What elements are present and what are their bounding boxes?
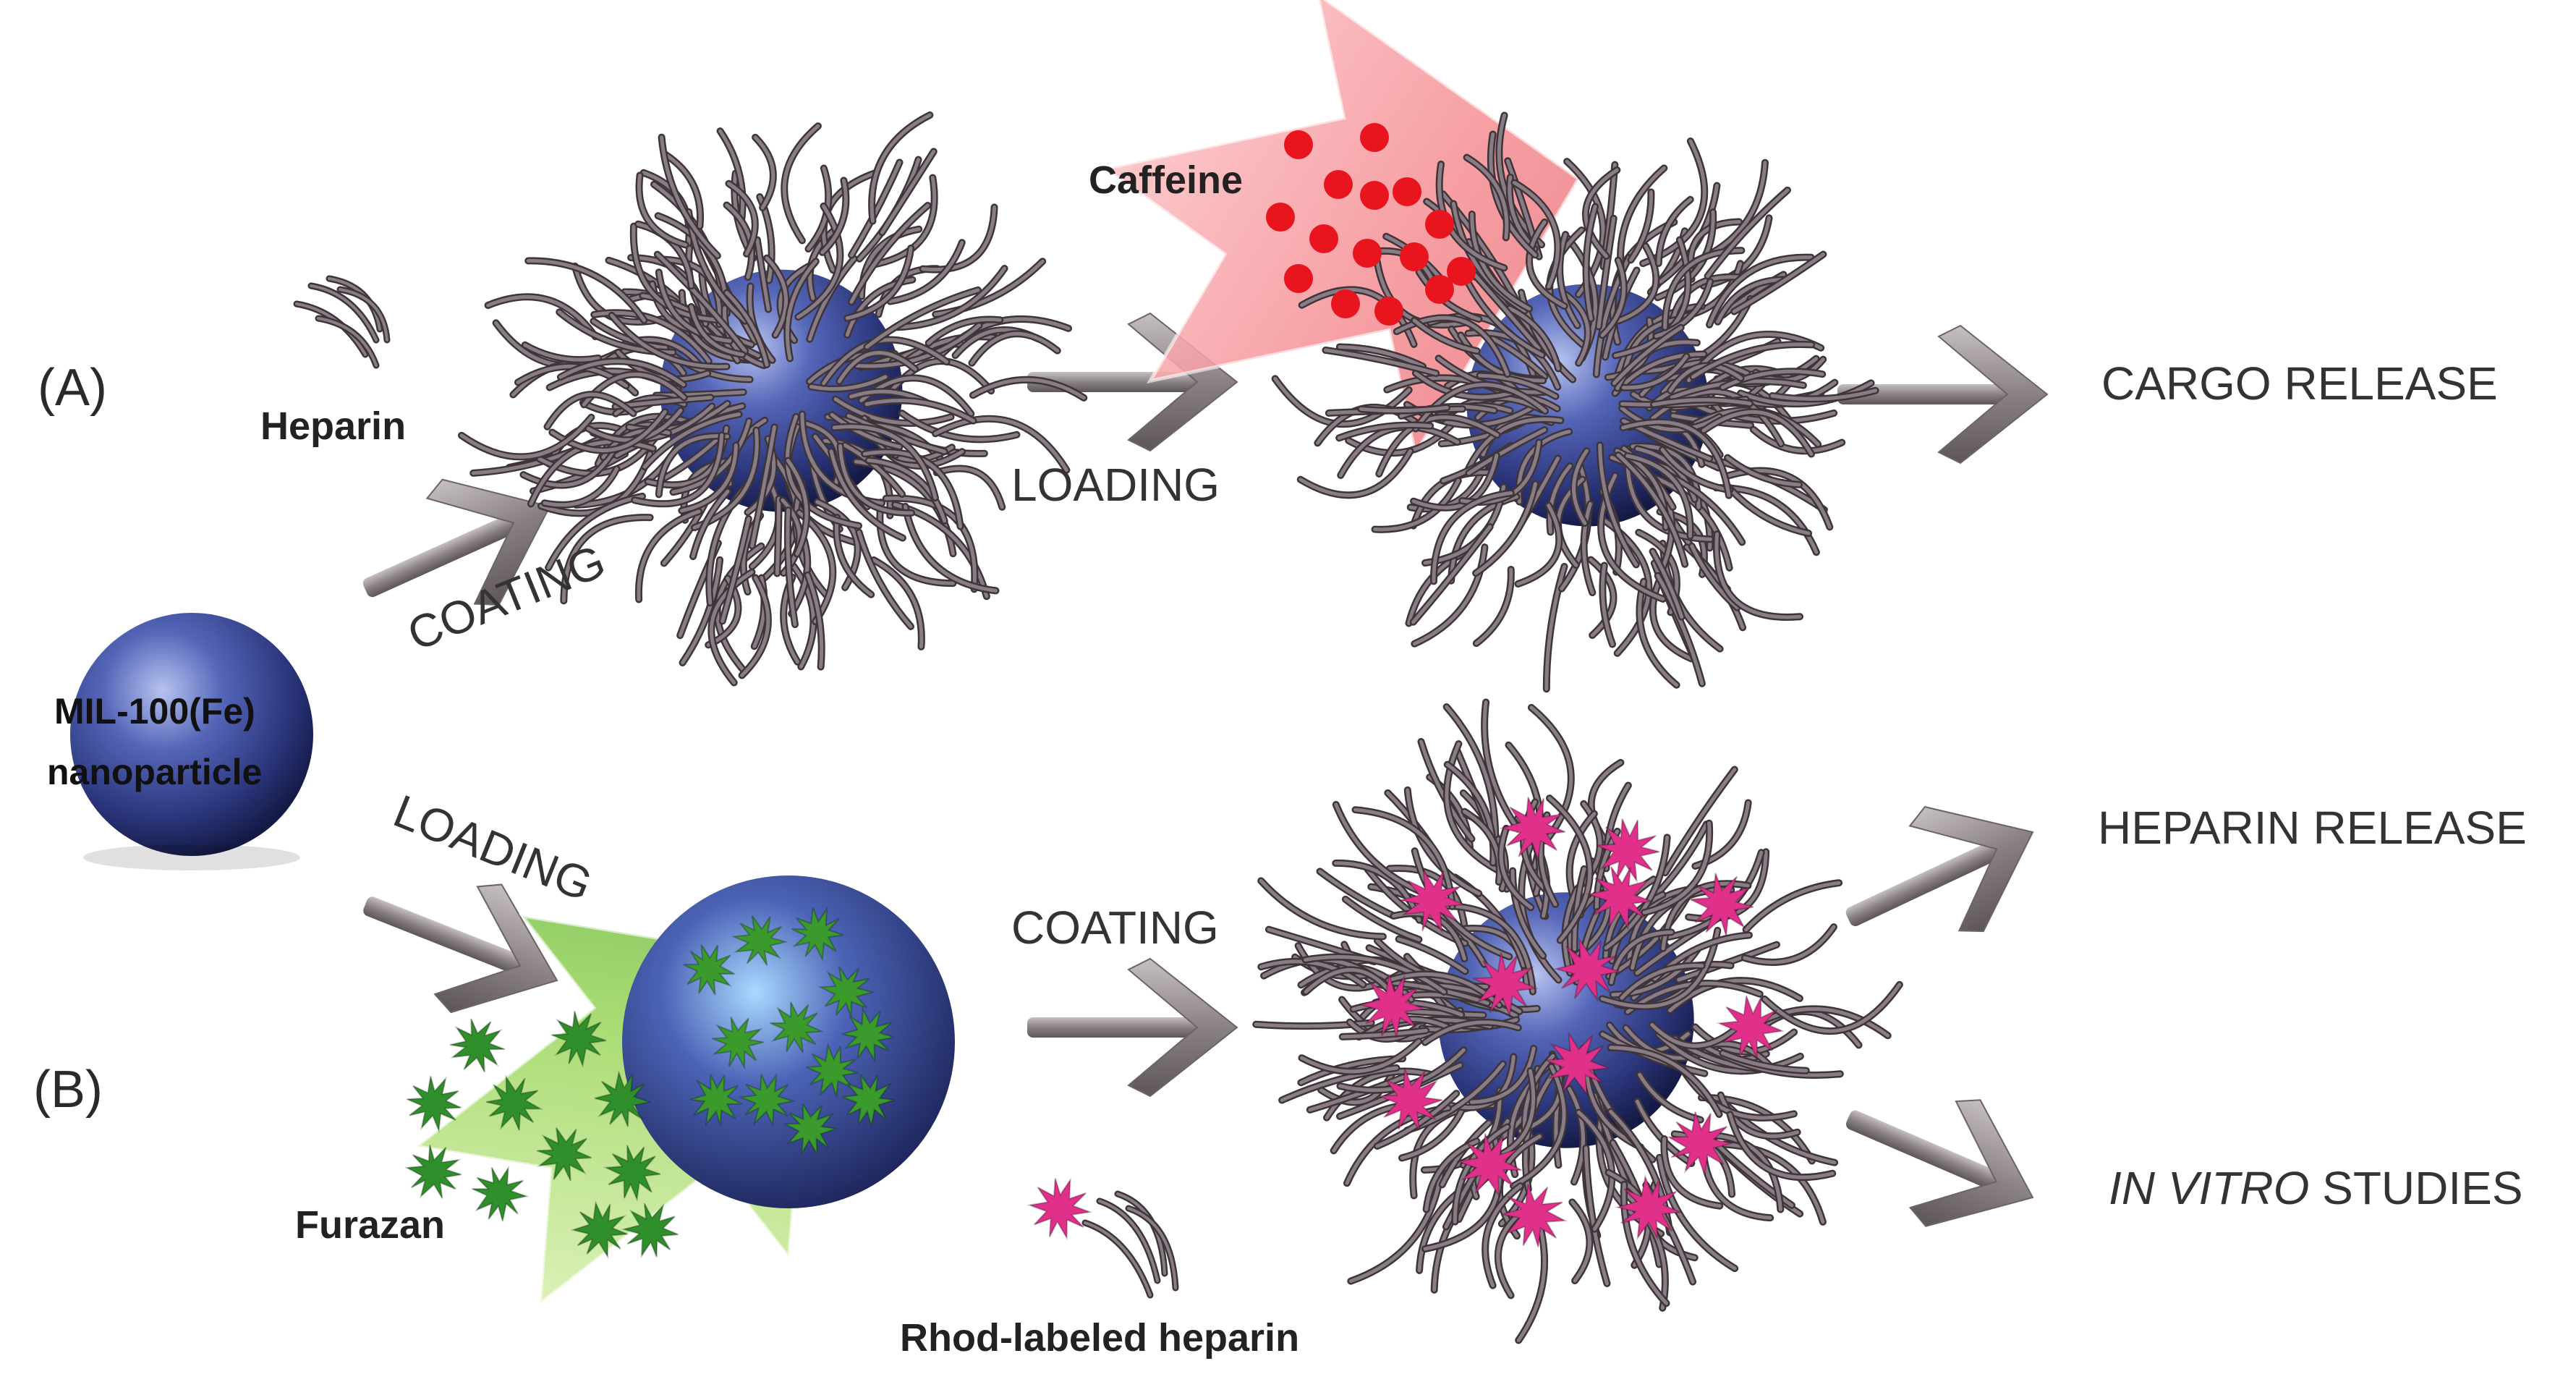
rhodamine-label: [1687, 873, 1754, 936]
caffeine-molecule: [1331, 289, 1360, 318]
furazan-molecule-on-particle: [738, 1072, 796, 1126]
caffeine-molecule: [1447, 257, 1476, 286]
furazan-molecule-on-particle: [689, 1074, 743, 1127]
caffeine-molecule: [1374, 297, 1403, 326]
rhodamine-label: [1615, 1174, 1682, 1241]
furazan-molecule: [449, 1018, 506, 1073]
rhodamine-label: [1499, 797, 1566, 860]
heparin-coated-caffeine-particle: [1271, 111, 1879, 693]
nanoparticle-shadow: [83, 844, 300, 870]
caffeine-molecule: [1393, 177, 1421, 206]
coating-b-label: COATING: [1011, 902, 1219, 954]
rhodamine-label: [1501, 1184, 1568, 1247]
heparin-icon: [293, 275, 391, 369]
furazan-molecule: [407, 1076, 462, 1134]
caffeine-molecule: [1284, 130, 1313, 159]
heparin-release-label: HEPARIN RELEASE: [2098, 802, 2527, 854]
furazan-molecule: [570, 1200, 628, 1260]
furazan-molecule-on-particle: [683, 944, 735, 996]
caffeine-molecule: [1309, 224, 1338, 253]
rhod-heparin-icon: [1081, 1190, 1179, 1299]
caffeine-molecule: [1425, 210, 1454, 239]
furazan-molecule-on-particle: [841, 1006, 895, 1063]
rhodamine-label: [1596, 818, 1660, 883]
furazan-molecule-on-particle: [791, 906, 844, 962]
rhodamine-label: [1473, 952, 1539, 1019]
furazan-molecule: [603, 1145, 661, 1203]
caffeine-label: Caffeine: [1089, 158, 1244, 202]
furazan-molecule: [472, 1165, 530, 1221]
furazan-molecule-on-particle: [711, 1016, 765, 1070]
furazan-molecule-on-particle: [817, 965, 875, 1017]
rhodamine-label: [1400, 867, 1465, 934]
furazan-molecule: [594, 1069, 652, 1127]
rhodamine-label: [1586, 866, 1652, 931]
furazan-molecule-on-particle: [841, 1074, 895, 1126]
caffeine-molecule: [1266, 203, 1295, 232]
in-vitro-studies-label: IN VITRO STUDIES: [2109, 1165, 2523, 1211]
caffeine-molecule: [1400, 242, 1429, 271]
furazan-molecule: [551, 1011, 607, 1069]
caffeine-molecule: [1353, 239, 1382, 268]
rhodamine-label: [1666, 1111, 1733, 1178]
in-vitro-arrow: [1845, 1099, 2034, 1227]
caffeine-molecule: [1425, 275, 1454, 304]
in-vitro-text: IN VITRO: [2109, 1162, 2310, 1214]
nanoparticle-label-line1: MIL-100(Fe): [54, 691, 255, 732]
furazan-molecule-on-particle: [784, 1103, 837, 1155]
rhod-heparin-label: Rhod-labeled heparin: [900, 1316, 1300, 1360]
furazan-molecule-on-particle: [731, 915, 788, 967]
rhod-heparin-coated-particle: [1252, 698, 1903, 1344]
furazan-molecule: [404, 1145, 462, 1199]
cargo-release-label: CARGO RELEASE: [2101, 357, 2498, 410]
loading-a-label: LOADING: [1011, 459, 1220, 511]
rhodamine-label: [1716, 996, 1785, 1059]
panel-a-label: (A): [38, 359, 107, 417]
furazan-molecule: [621, 1203, 679, 1259]
furazan-molecule: [536, 1127, 592, 1182]
furazan-molecule: [485, 1074, 544, 1131]
furazan-molecule-on-particle: [770, 1001, 825, 1053]
caffeine-molecule: [1360, 181, 1389, 210]
coating-b-arrow: [1027, 957, 1238, 1098]
mil100-nanoparticle: [70, 613, 313, 856]
heparin-coated-particle-a1: [458, 111, 1088, 687]
rhodamine-label: [1553, 936, 1620, 1003]
rhodamine-label: [1378, 1068, 1443, 1131]
loading-b-arrow: [363, 883, 558, 1014]
nanoparticle-label-line2: nanoparticle: [47, 752, 263, 792]
caffeine-molecule: [1324, 170, 1353, 199]
rhodamine-label: [1358, 973, 1427, 1038]
caffeine-molecule: [1284, 264, 1313, 293]
heparin-label: Heparin: [260, 404, 407, 448]
panel-b-label: (B): [33, 1061, 103, 1119]
rhodamine-label: [1455, 1133, 1522, 1198]
release-a-arrow: [1837, 324, 2049, 465]
rhodamine-label: [1544, 1032, 1609, 1097]
heparin-release-arrow: [1845, 806, 2034, 933]
caffeine-molecule: [1360, 123, 1389, 152]
studies-text: STUDIES: [2322, 1162, 2523, 1214]
furazan-molecule-on-particle: [806, 1042, 859, 1097]
rhodamine-label-icon: [1026, 1177, 1093, 1241]
furazan-label: Furazan: [295, 1203, 446, 1247]
